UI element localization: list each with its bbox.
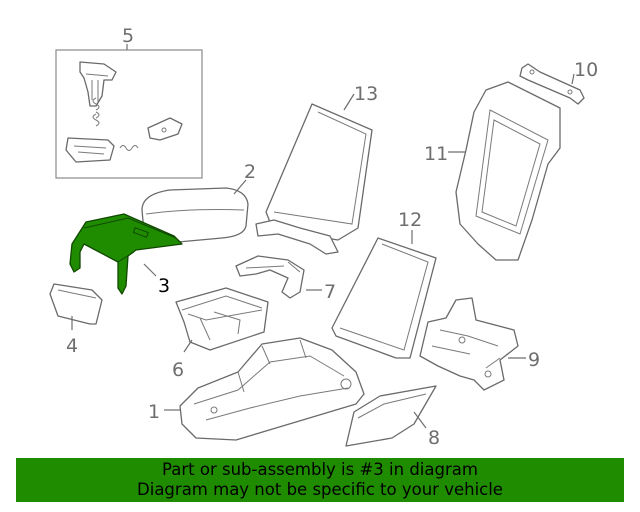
part-2-armrest-cushion[interactable] — [141, 187, 249, 243]
callout-12: 12 — [398, 209, 422, 231]
callout-13: 13 — [354, 83, 378, 105]
part-13-seat-back-panel[interactable] — [255, 103, 373, 255]
part-5-kit-box[interactable] — [55, 44, 203, 179]
part-7-bracket[interactable] — [235, 255, 305, 299]
part-12-frame-panel[interactable] — [331, 237, 437, 359]
part-3-armrest-lid-highlighted[interactable] — [69, 213, 183, 295]
part-8-trim-cover[interactable] — [345, 385, 437, 447]
banner-line-disclaimer: Diagram may not be specific to your vehi… — [137, 480, 503, 499]
callout-10: 10 — [574, 59, 598, 81]
exploded-parts-diagram: 5 2 3 4 6 7 13 — [49, 25, 598, 449]
callout-2: 2 — [244, 161, 256, 183]
callout-3: 3 — [158, 275, 170, 297]
callout-6: 6 — [172, 359, 184, 381]
callout-11: 11 — [424, 143, 448, 165]
part-1-console-base[interactable] — [179, 337, 365, 441]
part-10-bracket[interactable] — [519, 63, 585, 105]
highlight-notice-banner: Part or sub-assembly is #3 in diagram Di… — [16, 458, 624, 502]
banner-line-part-number: Part or sub-assembly is #3 in diagram — [162, 460, 478, 479]
part-11-seat-back[interactable] — [455, 81, 561, 261]
part-9-hinge-frame[interactable] — [419, 297, 519, 391]
callout-4: 4 — [66, 335, 78, 357]
part-4-trim-plate[interactable] — [49, 283, 103, 325]
callout-9: 9 — [528, 349, 540, 371]
callout-8: 8 — [428, 427, 440, 449]
callout-5: 5 — [122, 25, 134, 47]
callout-7: 7 — [324, 281, 336, 303]
part-6-storage-bin[interactable] — [175, 287, 269, 351]
callout-1: 1 — [148, 401, 160, 423]
